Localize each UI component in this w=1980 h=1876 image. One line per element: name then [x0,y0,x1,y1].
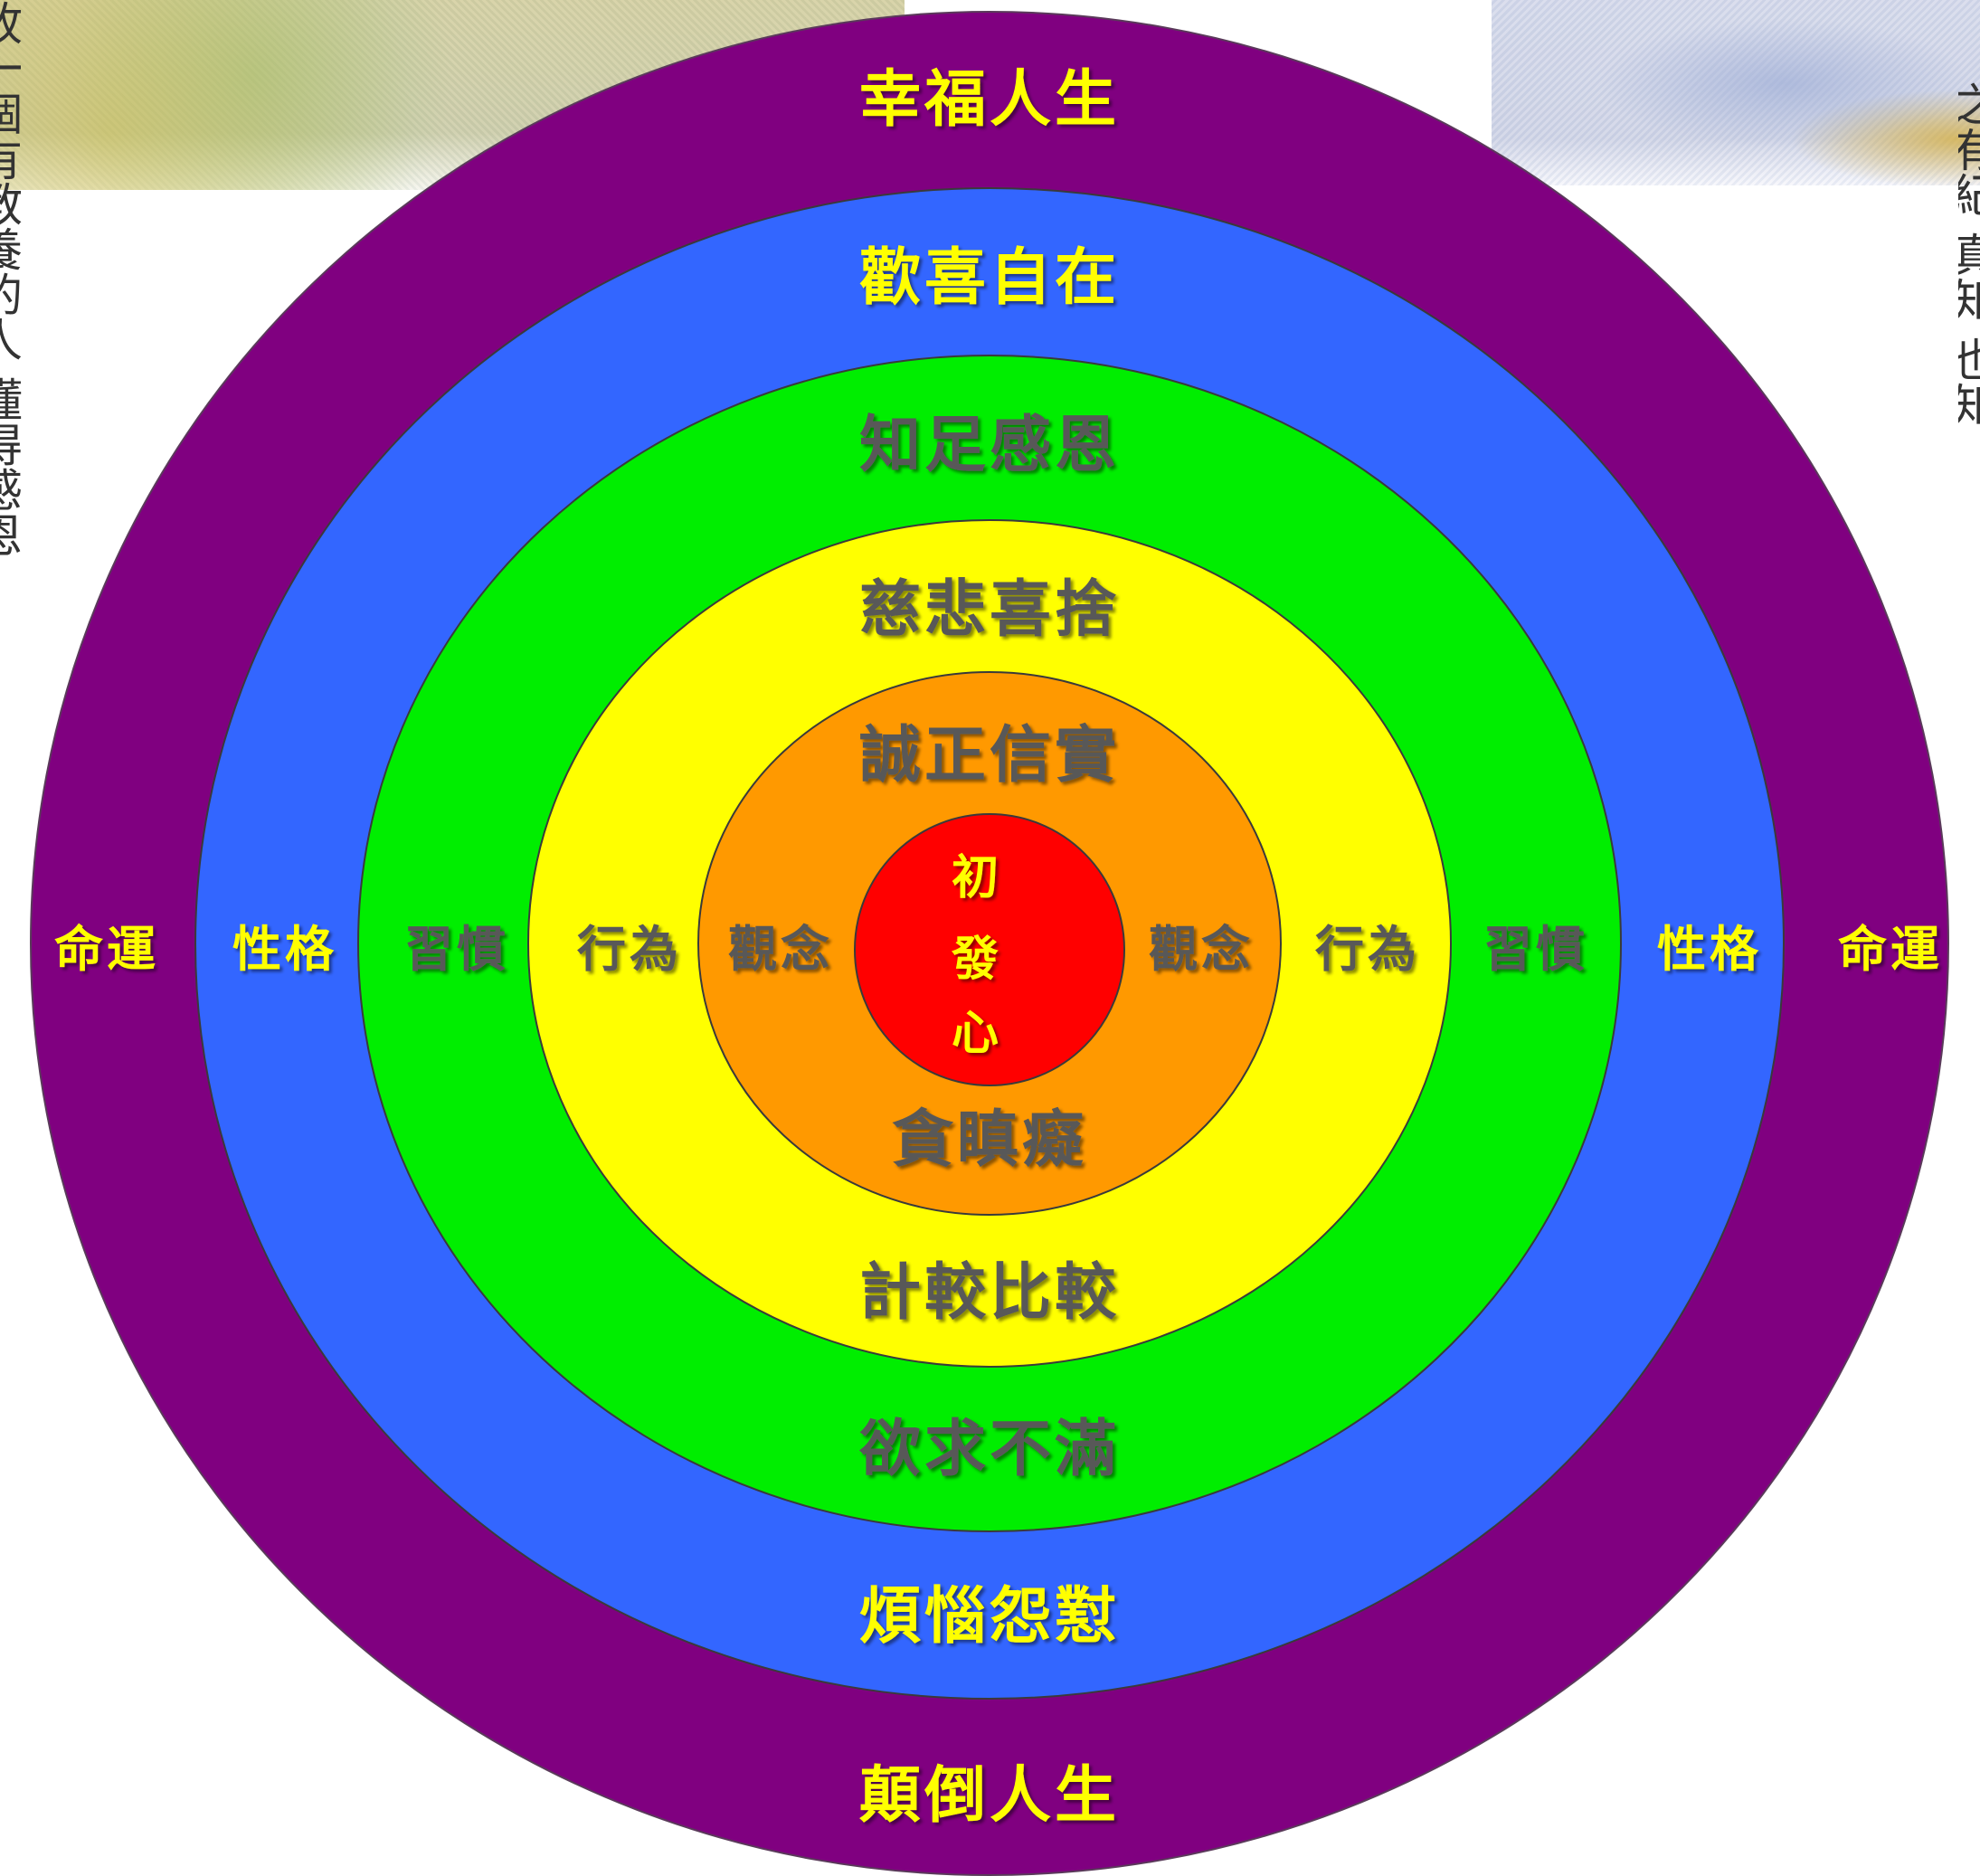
purple-right-label: 命運 [1838,920,1943,978]
center-circle-red [854,813,1125,1086]
yellow-top-label: 慈悲喜捨 [859,573,1120,646]
center-char-3: 心 [952,1006,1002,1061]
top-right-texture-banner [1492,0,1980,185]
green-right-label: 習慣 [1483,920,1588,978]
right-edge-vertical-text: 之有紀 真知 也知 [1958,81,1980,427]
blue-right-label: 性格 [1657,920,1762,978]
orange-bottom-label: 貪瞋癡 [892,1104,1087,1176]
yellow-left-label: 行為 [577,920,682,978]
green-top-label: 知足感恩 [859,409,1120,481]
yellow-right-label: 行為 [1315,920,1420,978]
center-char-2: 發 [951,932,1002,987]
blue-left-label: 性格 [232,920,337,978]
green-left-label: 習慣 [404,920,509,978]
orange-left-label: 觀念 [728,920,833,978]
yellow-bottom-label: 計較比較 [859,1256,1120,1329]
green-bottom-label: 欲求不滿 [858,1413,1120,1485]
center-char-1: 初 [952,850,1002,905]
purple-bottom-label: 顛倒人生 [859,1759,1120,1832]
purple-left-label: 命運 [54,920,159,978]
orange-right-label: 觀念 [1149,920,1254,978]
blue-bottom-label: 煩惱怨懟 [859,1580,1120,1653]
purple-top-label: 幸福人生 [859,63,1120,136]
blue-top-label: 歡喜自在 [859,242,1120,314]
left-edge-vertical-text: 故一個有教養的人 懂得感恩 [0,0,23,557]
orange-top-label: 誠正信實 [859,719,1120,791]
